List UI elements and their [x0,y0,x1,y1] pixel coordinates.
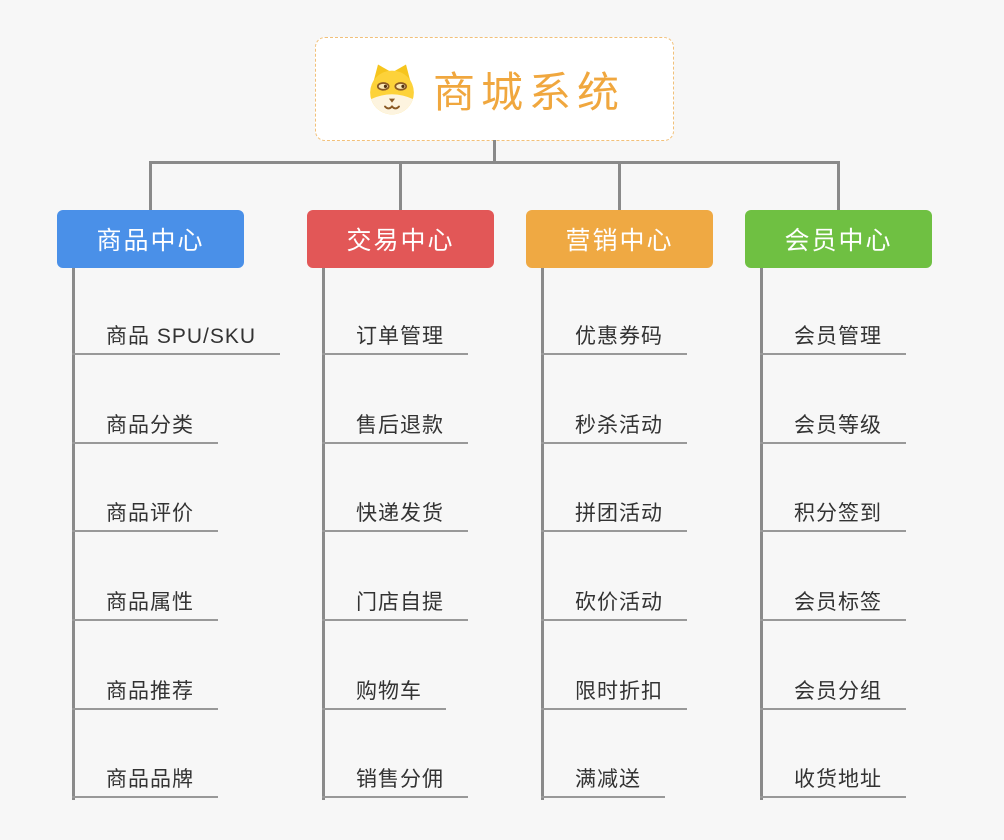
connector-drop-branch4 [837,161,840,210]
leaf-node[interactable]: 收货地址 [760,763,906,798]
leaf-node[interactable]: 销售分佣 [322,763,468,798]
root-title: 商城系统 [432,68,625,116]
connector-horizontal-rail [149,161,840,164]
leaf-node[interactable]: 满减送 [541,763,665,798]
leaf-node[interactable]: 拼团活动 [541,497,687,532]
leaf-node[interactable]: 会员分组 [760,675,906,710]
leaf-node[interactable]: 秒杀活动 [541,409,687,444]
leaf-node[interactable]: 积分签到 [760,497,906,532]
leaf-node[interactable]: 限时折扣 [541,675,687,710]
leaf-node[interactable]: 订单管理 [322,320,468,355]
leaf-node[interactable]: 商品评价 [72,497,218,532]
leaf-node[interactable]: 门店自提 [322,586,468,621]
leaf-node[interactable]: 快递发货 [322,497,468,532]
leaf-node[interactable]: 商品分类 [72,409,218,444]
leaf-node[interactable]: 会员管理 [760,320,906,355]
connector-spine-branch2 [322,268,325,800]
connector-root-stub [493,140,496,162]
connector-spine-branch1 [72,268,75,800]
connector-drop-branch2 [399,161,402,210]
leaf-node[interactable]: 商品属性 [72,586,218,621]
leaf-node[interactable]: 商品 SPU/SKU [72,320,281,355]
connector-spine-branch3 [541,268,544,800]
branch-box-member-center[interactable]: 会员中心 [745,210,932,268]
root-node[interactable]: 商城系统 [315,37,674,141]
leaf-node[interactable]: 砍价活动 [541,586,687,621]
branch-box-trade-center[interactable]: 交易中心 [307,210,494,268]
connector-spine-branch4 [760,268,763,800]
branch-box-product-center[interactable]: 商品中心 [57,210,244,268]
leaf-node[interactable]: 优惠券码 [541,320,687,355]
connector-drop-branch3 [618,161,621,210]
leaf-node[interactable]: 售后退款 [322,409,468,444]
branch-box-marketing-center[interactable]: 营销中心 [526,210,713,268]
connector-drop-branch1 [149,161,152,210]
leaf-node[interactable]: 商品品牌 [72,763,218,798]
leaf-node[interactable]: 会员标签 [760,586,906,621]
leaf-node[interactable]: 商品推荐 [72,675,218,710]
leaf-node[interactable]: 购物车 [322,675,446,710]
leaf-node[interactable]: 会员等级 [760,409,906,444]
dog-face-icon [364,61,420,117]
